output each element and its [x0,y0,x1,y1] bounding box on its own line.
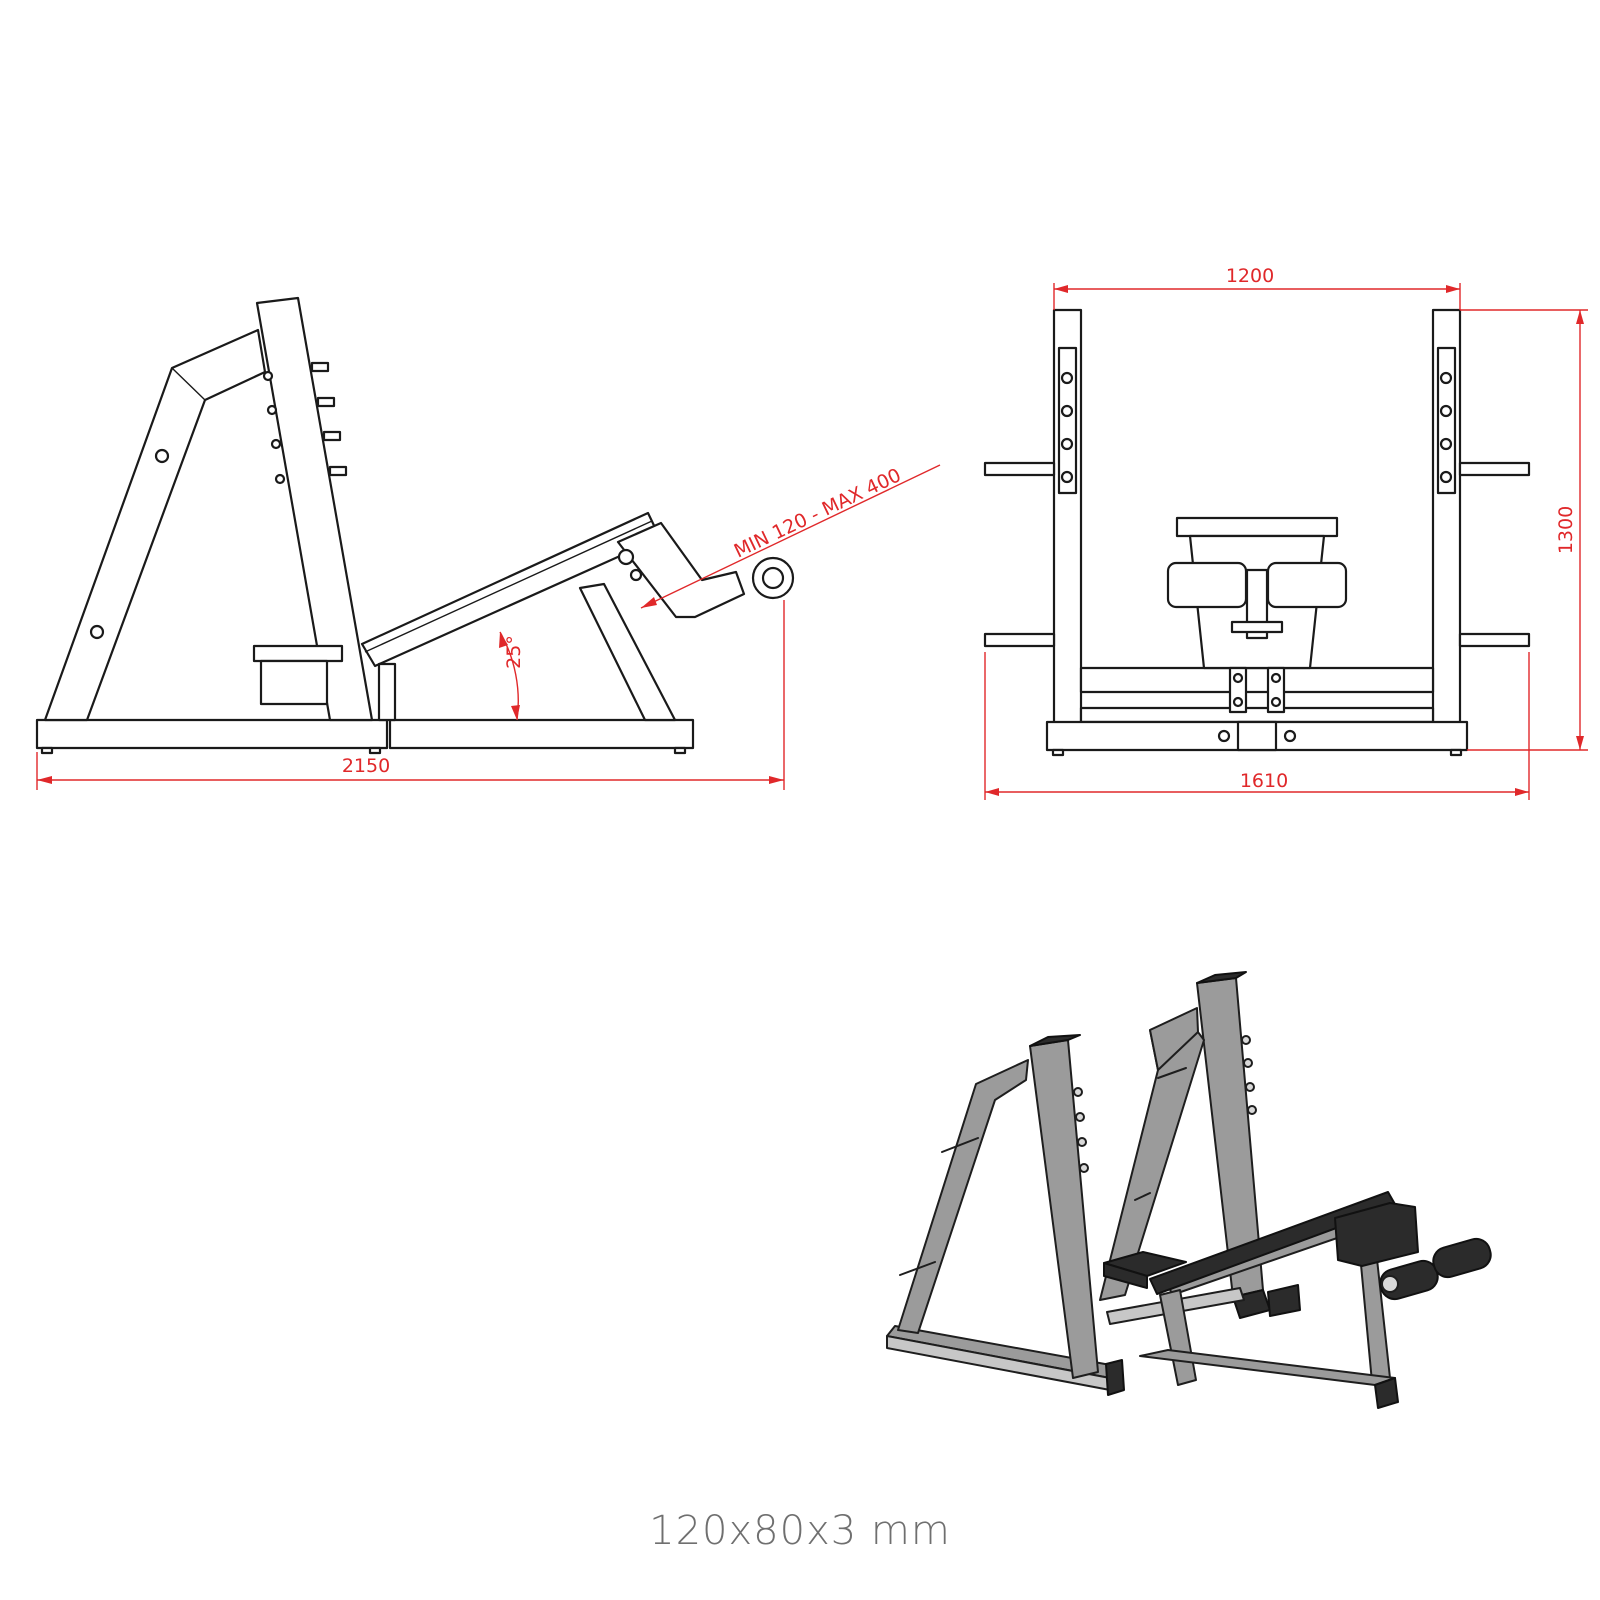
isometric-view [886,971,1492,1409]
side-pins [262,361,348,485]
iso-rollers [1379,1237,1492,1301]
side-main-upright [255,296,374,722]
dim-inner-width-label: 1200 [1226,265,1274,287]
side-seat-pad [252,644,344,663]
front-pad-right [1266,561,1348,609]
iso-front-upright [1029,1039,1099,1379]
side-rear-leg [43,328,267,722]
front-view: 1200 1610 1300 [983,265,1588,800]
dim-length-label: 2150 [342,755,390,777]
dim-pad-adjust-label: MIN 120 - MAX 400 [731,464,905,562]
side-base-left [35,718,389,750]
iso-pad-box [1334,1202,1419,1267]
side-base-right [388,718,695,750]
profile-caption: 120x80x3 mm [649,1508,951,1554]
dim-height-label: 1300 [1555,506,1577,554]
iso-front-rear-leg [897,1059,1029,1334]
front-bench [1175,516,1339,538]
side-bench-leg [578,582,677,722]
dim-outer-width-label: 1610 [1240,770,1288,792]
front-holes [1060,371,1453,484]
front-pad-left [1166,561,1248,609]
dim-angle-label: 25° [503,635,525,669]
side-pad-arm [616,521,746,619]
dim-line-pad-adjust [640,464,941,609]
side-view: 2150 MIN 120 - MAX 400 25° [35,296,941,790]
